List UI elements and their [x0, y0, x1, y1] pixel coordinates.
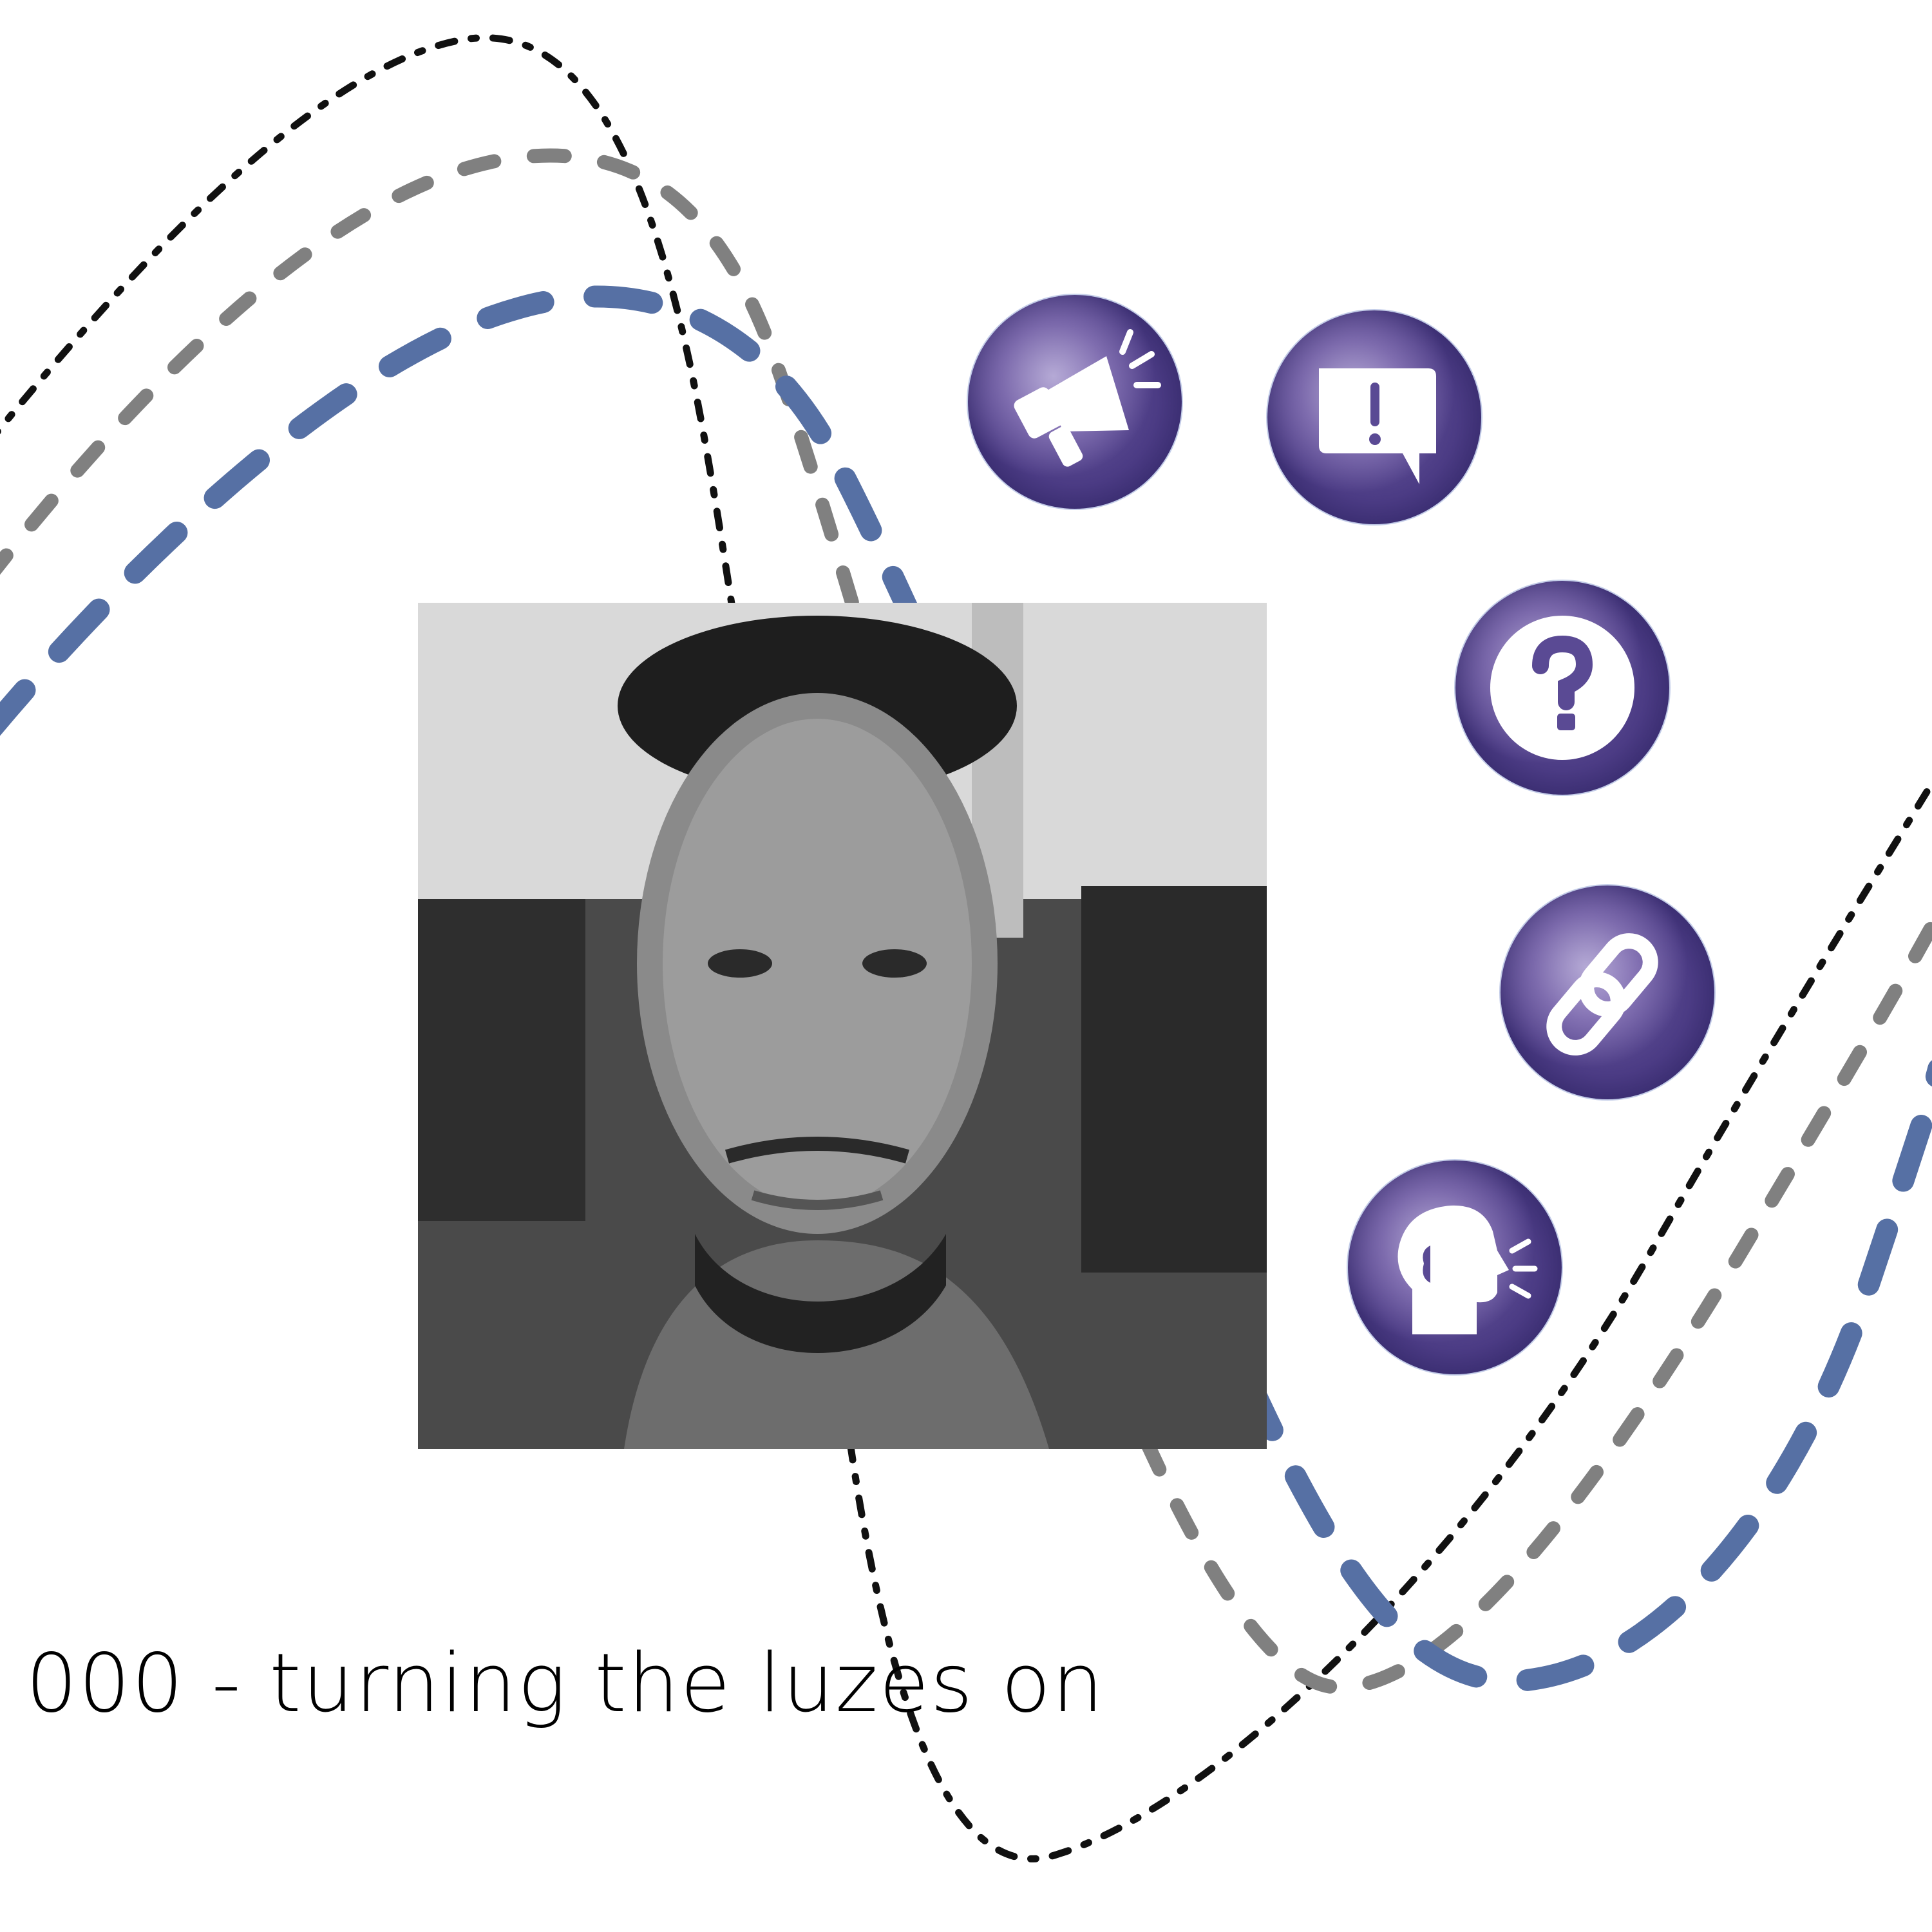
megaphone-icon [1014, 329, 1161, 467]
episode-title: 000 - turning the luzes on [26, 1636, 1105, 1730]
megaphone-bubble [968, 295, 1182, 509]
portrait-photo [418, 603, 1267, 1449]
question-bubble [1455, 581, 1669, 795]
link-icon [1546, 933, 1658, 1056]
speaking-head-bubble [1348, 1160, 1562, 1374]
alert-message-bubble [1267, 310, 1481, 524]
question-icon [1490, 616, 1634, 760]
alert-message-icon [1319, 368, 1436, 484]
link-bubble [1501, 886, 1714, 1099]
speaking-head-icon [1397, 1205, 1538, 1334]
